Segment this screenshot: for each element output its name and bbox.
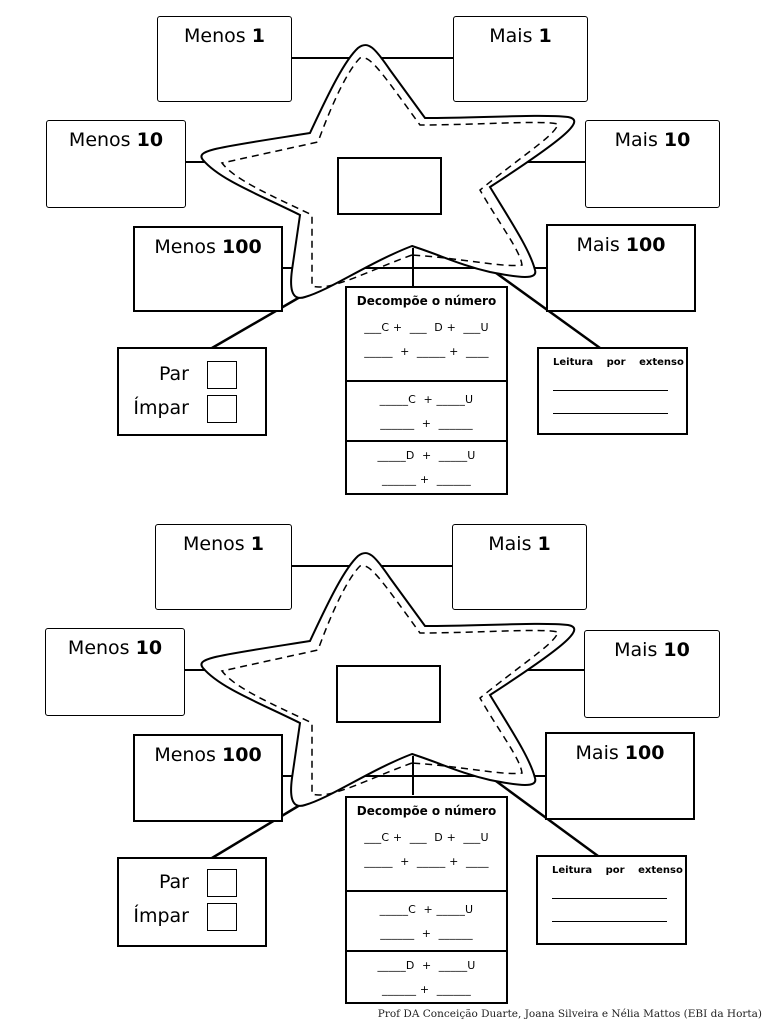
- connector-reading: [484, 263, 601, 350]
- parity-odd-checkbox[interactable]: [207, 395, 237, 423]
- plus-10-box[interactable]: Mais 10: [585, 120, 720, 208]
- decompose-line-cu-values[interactable]: ______ + ______: [380, 927, 473, 940]
- reading-title: Leitura por extenso: [552, 865, 683, 876]
- reading-line-1[interactable]: [552, 876, 667, 899]
- parity-even-label: Par: [158, 363, 189, 385]
- decompose-box: Decompõe o número ___C + ___ D + ___U __…: [345, 796, 508, 1004]
- reading-line-1[interactable]: [553, 368, 668, 391]
- reading-line-2[interactable]: [553, 391, 668, 414]
- decompose-section-cdu: Decompõe o número ___C + ___ D + ___U __…: [347, 288, 506, 382]
- worksheet-1: Menos 1 Mais 1 Menos 10 Mais 10 Menos 10…: [0, 0, 768, 510]
- decompose-line-du[interactable]: _____D + _____U: [377, 959, 476, 972]
- connector-reading: [484, 771, 599, 858]
- parity-even-row: Par: [119, 361, 269, 391]
- plus-10-label: Mais 10: [614, 639, 690, 661]
- decompose-box: Decompõe o número ___C + ___ D + ___U __…: [345, 286, 508, 495]
- parity-odd-row: Ímpar: [119, 395, 269, 425]
- author-credit: Prof DA Conceição Duarte, Joana Silveira…: [377, 1008, 762, 1020]
- reading-title: Leitura por extenso: [553, 357, 684, 368]
- parity-odd-row: Ímpar: [119, 903, 269, 933]
- minus-10-label: Menos 10: [67, 637, 163, 659]
- decompose-line-cu[interactable]: _____C + _____U: [379, 903, 474, 916]
- plus-100-box[interactable]: Mais 100: [545, 732, 695, 820]
- decompose-title: Decompõe o número: [356, 294, 497, 308]
- parity-even-row: Par: [119, 869, 269, 899]
- star-dashed-inner: [220, 564, 559, 796]
- decompose-section-cu: _____C + _____U ______ + ______: [347, 382, 506, 442]
- minus-10-box[interactable]: Menos 10: [45, 628, 185, 716]
- minus-10-box[interactable]: Menos 10: [46, 120, 186, 208]
- worksheet-2: Menos 1 Mais 1 Menos 10 Mais 10 Menos 10…: [0, 508, 768, 1018]
- minus-1-box[interactable]: Menos 1: [155, 524, 292, 610]
- connector-parity: [211, 295, 301, 350]
- parity-odd-checkbox[interactable]: [207, 903, 237, 931]
- minus-10-label: Menos 10: [68, 129, 164, 151]
- star-dashed-inner: [220, 56, 559, 288]
- minus-1-label: Menos 1: [184, 25, 265, 47]
- minus-100-label: Menos 100: [154, 236, 262, 258]
- decompose-line-cdu-values[interactable]: _____ + _____ + ____: [364, 345, 489, 358]
- parity-even-checkbox[interactable]: [207, 869, 237, 897]
- decompose-line-cu-values[interactable]: ______ + ______: [380, 417, 473, 430]
- parity-even-checkbox[interactable]: [207, 361, 237, 389]
- parity-odd-label: Ímpar: [133, 905, 189, 927]
- plus-100-box[interactable]: Mais 100: [546, 224, 696, 312]
- number-input-box[interactable]: [337, 157, 442, 215]
- reading-line-2[interactable]: [552, 899, 667, 922]
- decompose-line-cdu[interactable]: ___C + ___ D + ___U: [364, 831, 489, 844]
- plus-100-label: Mais 100: [576, 234, 666, 256]
- parity-even-label: Par: [158, 871, 189, 893]
- plus-10-label: Mais 10: [614, 129, 691, 151]
- plus-10-box[interactable]: Mais 10: [584, 630, 720, 718]
- minus-100-label: Menos 100: [154, 744, 262, 766]
- parity-options: Par Ímpar: [119, 859, 269, 949]
- plus-100-label: Mais 100: [575, 742, 665, 764]
- minus-100-box[interactable]: Menos 100: [133, 226, 283, 312]
- decompose-title: Decompõe o número: [356, 804, 497, 818]
- decompose-line-cdu-values[interactable]: _____ + _____ + ____: [364, 855, 489, 868]
- decompose-line-cu[interactable]: _____C + _____U: [379, 393, 474, 406]
- parity-box: Par Ímpar: [117, 857, 267, 947]
- reading-box: Leitura por extenso: [537, 347, 688, 435]
- decompose-section-du: _____D + _____U ______ + ______: [347, 442, 506, 494]
- decompose-section-cu: _____C + _____U ______ + ______: [347, 892, 506, 952]
- decompose-line-cdu[interactable]: ___C + ___ D + ___U: [364, 321, 489, 334]
- minus-100-box[interactable]: Menos 100: [133, 734, 283, 822]
- number-input-box[interactable]: [336, 665, 441, 723]
- plus-1-label: Mais 1: [489, 25, 552, 47]
- reading-box: Leitura por extenso: [536, 855, 687, 945]
- connector-parity: [211, 803, 301, 860]
- minus-1-box[interactable]: Menos 1: [157, 16, 292, 102]
- parity-box: Par Ímpar: [117, 347, 267, 436]
- plus-1-box[interactable]: Mais 1: [453, 16, 588, 102]
- plus-1-box[interactable]: Mais 1: [452, 524, 587, 610]
- minus-1-label: Menos 1: [183, 533, 264, 555]
- parity-odd-label: Ímpar: [133, 397, 189, 419]
- decompose-line-du-values[interactable]: ______ + ______: [382, 983, 471, 996]
- decompose-section-cdu: Decompõe o número ___C + ___ D + ___U __…: [347, 798, 506, 892]
- decompose-line-du-values[interactable]: ______ + ______: [382, 473, 471, 486]
- plus-1-label: Mais 1: [488, 533, 551, 555]
- decompose-section-du: _____D + _____U ______ + ______: [347, 952, 506, 1004]
- parity-options: Par Ímpar: [119, 349, 269, 438]
- decompose-line-du[interactable]: _____D + _____U: [377, 449, 476, 462]
